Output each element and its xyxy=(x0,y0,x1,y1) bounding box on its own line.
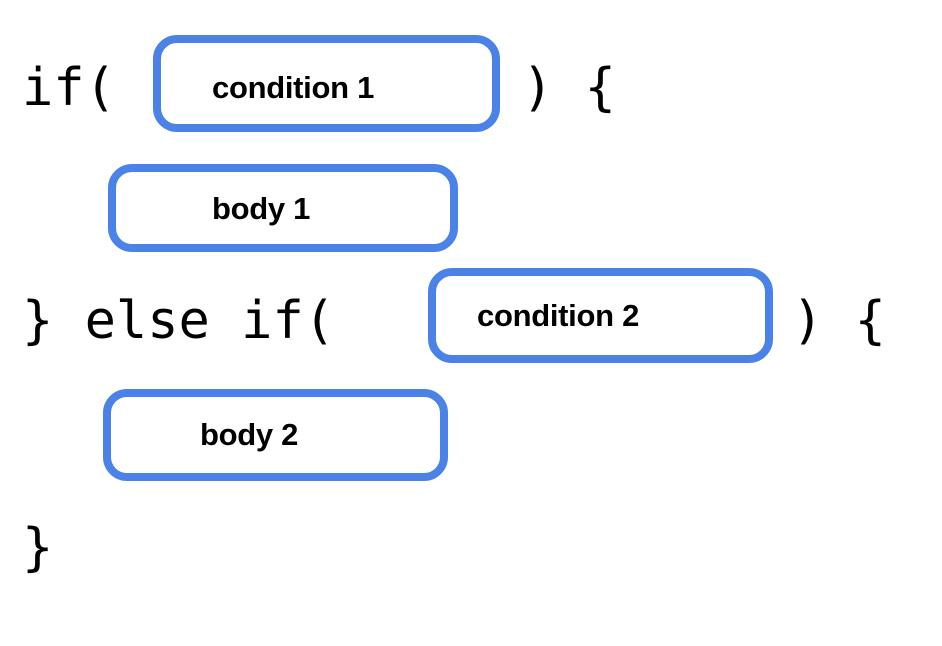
slot-body-2-label: body 2 xyxy=(200,417,299,452)
code-elseif-close: ) { xyxy=(792,291,886,351)
code-if-open: if( xyxy=(22,58,116,118)
slot-condition-2-label: condition 2 xyxy=(477,298,640,333)
slot-body-1-label: body 1 xyxy=(212,191,311,226)
code-if-close: ) { xyxy=(522,58,616,118)
code-close-brace: } xyxy=(22,518,54,578)
slot-body-2[interactable] xyxy=(103,389,448,481)
code-elseif-open: } else if( xyxy=(22,291,336,351)
slot-body-1[interactable] xyxy=(108,164,458,252)
slot-condition-1[interactable] xyxy=(153,35,500,132)
slot-condition-2[interactable] xyxy=(428,268,773,363)
slot-condition-1-label: condition 1 xyxy=(212,70,375,105)
